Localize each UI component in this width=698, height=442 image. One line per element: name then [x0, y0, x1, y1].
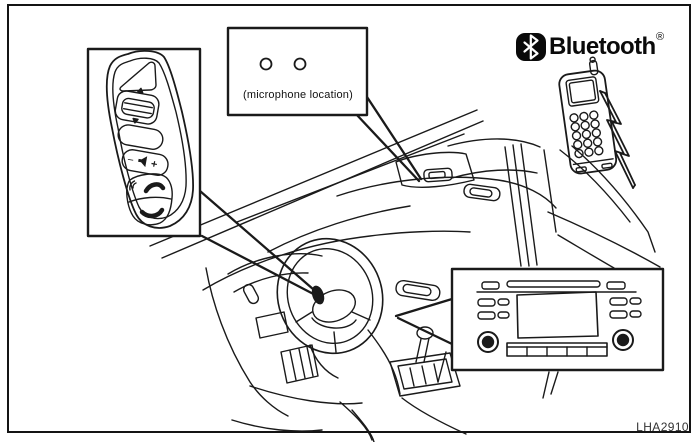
voice-command-icon	[132, 182, 137, 189]
voice-command-icon	[129, 180, 136, 191]
triangle-button	[119, 61, 157, 92]
callout-leader-wedges	[198, 95, 454, 346]
phone-end-icon	[139, 207, 165, 219]
bluetooth-wordmark: Bluetooth	[549, 33, 656, 60]
radio-button	[477, 298, 496, 307]
radio-display	[516, 291, 599, 339]
phone-button	[126, 173, 173, 226]
mic-leader-line	[354, 112, 421, 183]
seek-up-icon	[137, 87, 144, 94]
preset-button-row	[506, 342, 608, 357]
radio-button	[481, 281, 500, 290]
radio-knob-left	[477, 331, 499, 353]
seek-down-icon	[132, 117, 139, 124]
volume-button: − +	[121, 149, 169, 176]
controls-leader-line	[198, 189, 323, 298]
microphone-hole-icon	[293, 57, 307, 71]
radio-button	[629, 310, 642, 318]
bluetooth-logo	[516, 33, 546, 61]
radio-leader-line	[394, 297, 454, 318]
steering-control-stalk: − +	[105, 50, 194, 229]
microphone-location-label: (microphone location)	[243, 89, 353, 101]
radio-button	[629, 297, 642, 305]
registered-trademark: ®	[656, 31, 665, 43]
phone-keypad	[569, 110, 604, 159]
cd-slot	[506, 280, 601, 288]
radio-button	[609, 310, 628, 319]
radio-button	[609, 297, 628, 306]
radio-button	[477, 311, 496, 320]
phone-body	[558, 69, 618, 175]
radio-button	[497, 298, 510, 306]
speaker-icon	[138, 156, 148, 168]
figure-code: LHA2910	[636, 420, 689, 434]
figure-border	[7, 4, 691, 433]
phone-answer-icon	[143, 182, 166, 194]
radio-knob-right	[612, 329, 634, 351]
phone-screen	[565, 76, 600, 107]
steering-controls-callout: − +	[86, 47, 202, 238]
mic-callout-box	[226, 26, 369, 117]
radio-button	[497, 311, 510, 319]
microphone-callout	[226, 26, 369, 117]
mic-leader-line	[365, 95, 423, 181]
phone-antenna	[588, 59, 599, 76]
volume-plus-label: +	[150, 158, 158, 171]
radio-unit-callout	[450, 267, 665, 372]
radio-leader-line	[396, 316, 454, 346]
microphone-hole-icon	[259, 57, 273, 71]
radio-button	[606, 281, 626, 290]
lightning-bolt-icon	[599, 90, 636, 189]
controls-leader-line	[200, 234, 325, 301]
seek-rocker-button	[114, 87, 160, 125]
mobile-phone-illustration	[558, 56, 618, 175]
volume-minus-label: −	[126, 154, 134, 167]
blank-button	[117, 124, 164, 150]
